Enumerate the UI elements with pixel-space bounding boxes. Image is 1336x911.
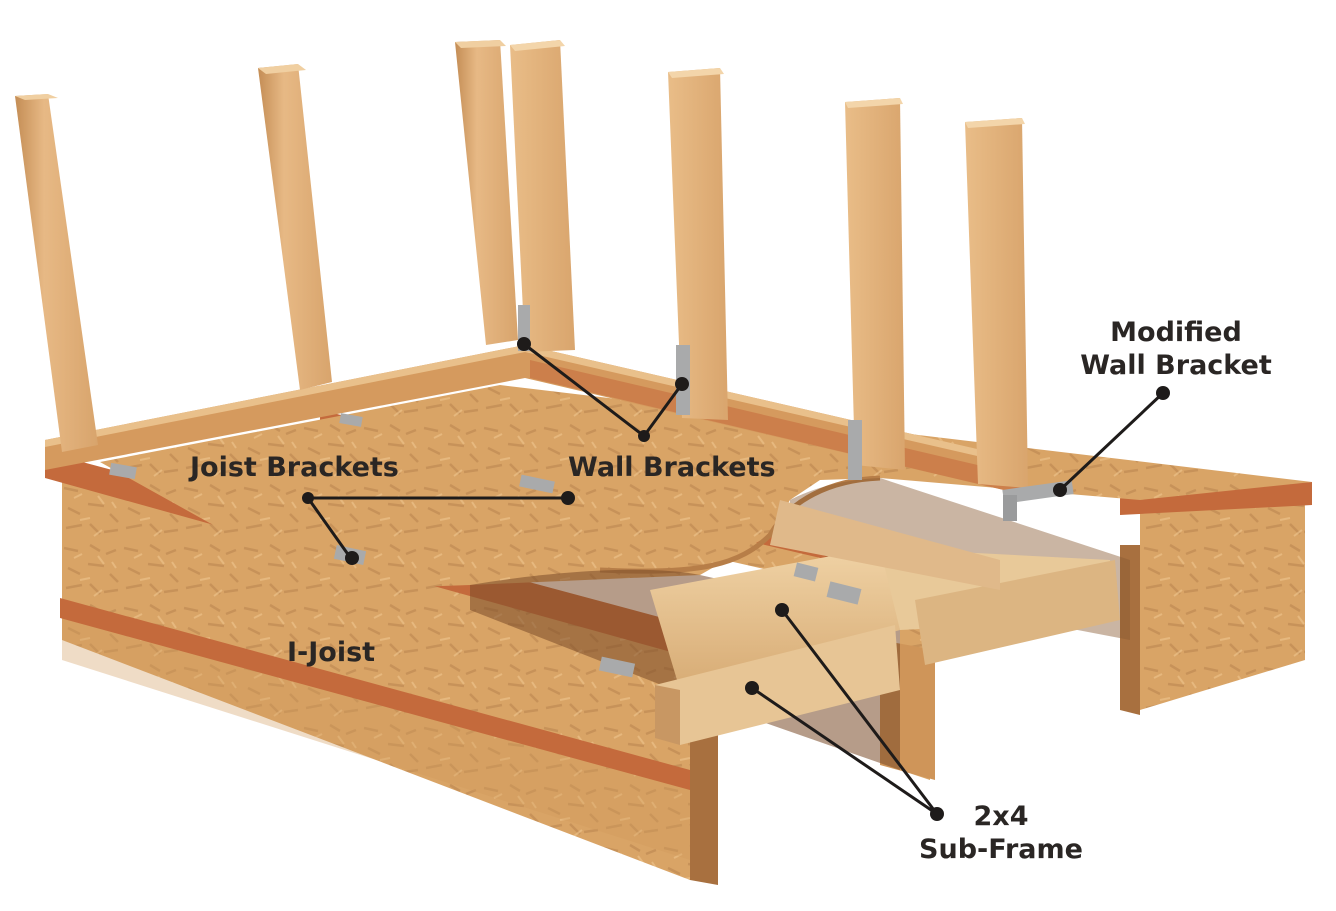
joist-bracket-5	[598, 656, 636, 678]
stud-1	[15, 94, 98, 452]
brackets	[109, 305, 1074, 678]
joist-bracket-7	[826, 581, 862, 605]
joist-bracket-1	[339, 413, 363, 427]
joist-bracket-6	[793, 562, 819, 582]
wall-studs	[15, 40, 1028, 488]
joist-bracket-2	[109, 462, 137, 480]
modified-wall-bracket-line2: Wall Bracket	[1080, 350, 1272, 381]
sub-frame	[650, 500, 1120, 745]
i-joist-back	[1120, 482, 1312, 715]
modified-wall-bracket-label: Modified Wall Bracket	[1066, 316, 1286, 382]
sub-frame-line1: 2x4	[973, 801, 1029, 832]
i-joist-label: I-Joist	[287, 637, 376, 668]
sub-frame-line2: Sub-Frame	[919, 834, 1083, 865]
wall-brackets-label: Wall Brackets	[568, 452, 776, 483]
stud-4	[510, 40, 575, 352]
wall-plate-left	[45, 345, 525, 470]
joist-brackets-label: Joist Brackets	[190, 452, 399, 483]
wall-bracket-3	[848, 420, 862, 480]
leader-lines	[302, 337, 1170, 821]
stud-5	[668, 68, 728, 420]
stud-3	[455, 40, 518, 345]
modified-wall-bracket-line1: Modified	[1110, 317, 1242, 348]
subfloor-sheet	[100, 385, 1312, 590]
stud-6	[845, 98, 905, 470]
stud-7	[965, 118, 1028, 488]
stud-2	[258, 64, 332, 390]
sub-frame-label: 2x4 Sub-Frame	[903, 800, 1099, 866]
joist-bracket-3	[519, 474, 555, 494]
